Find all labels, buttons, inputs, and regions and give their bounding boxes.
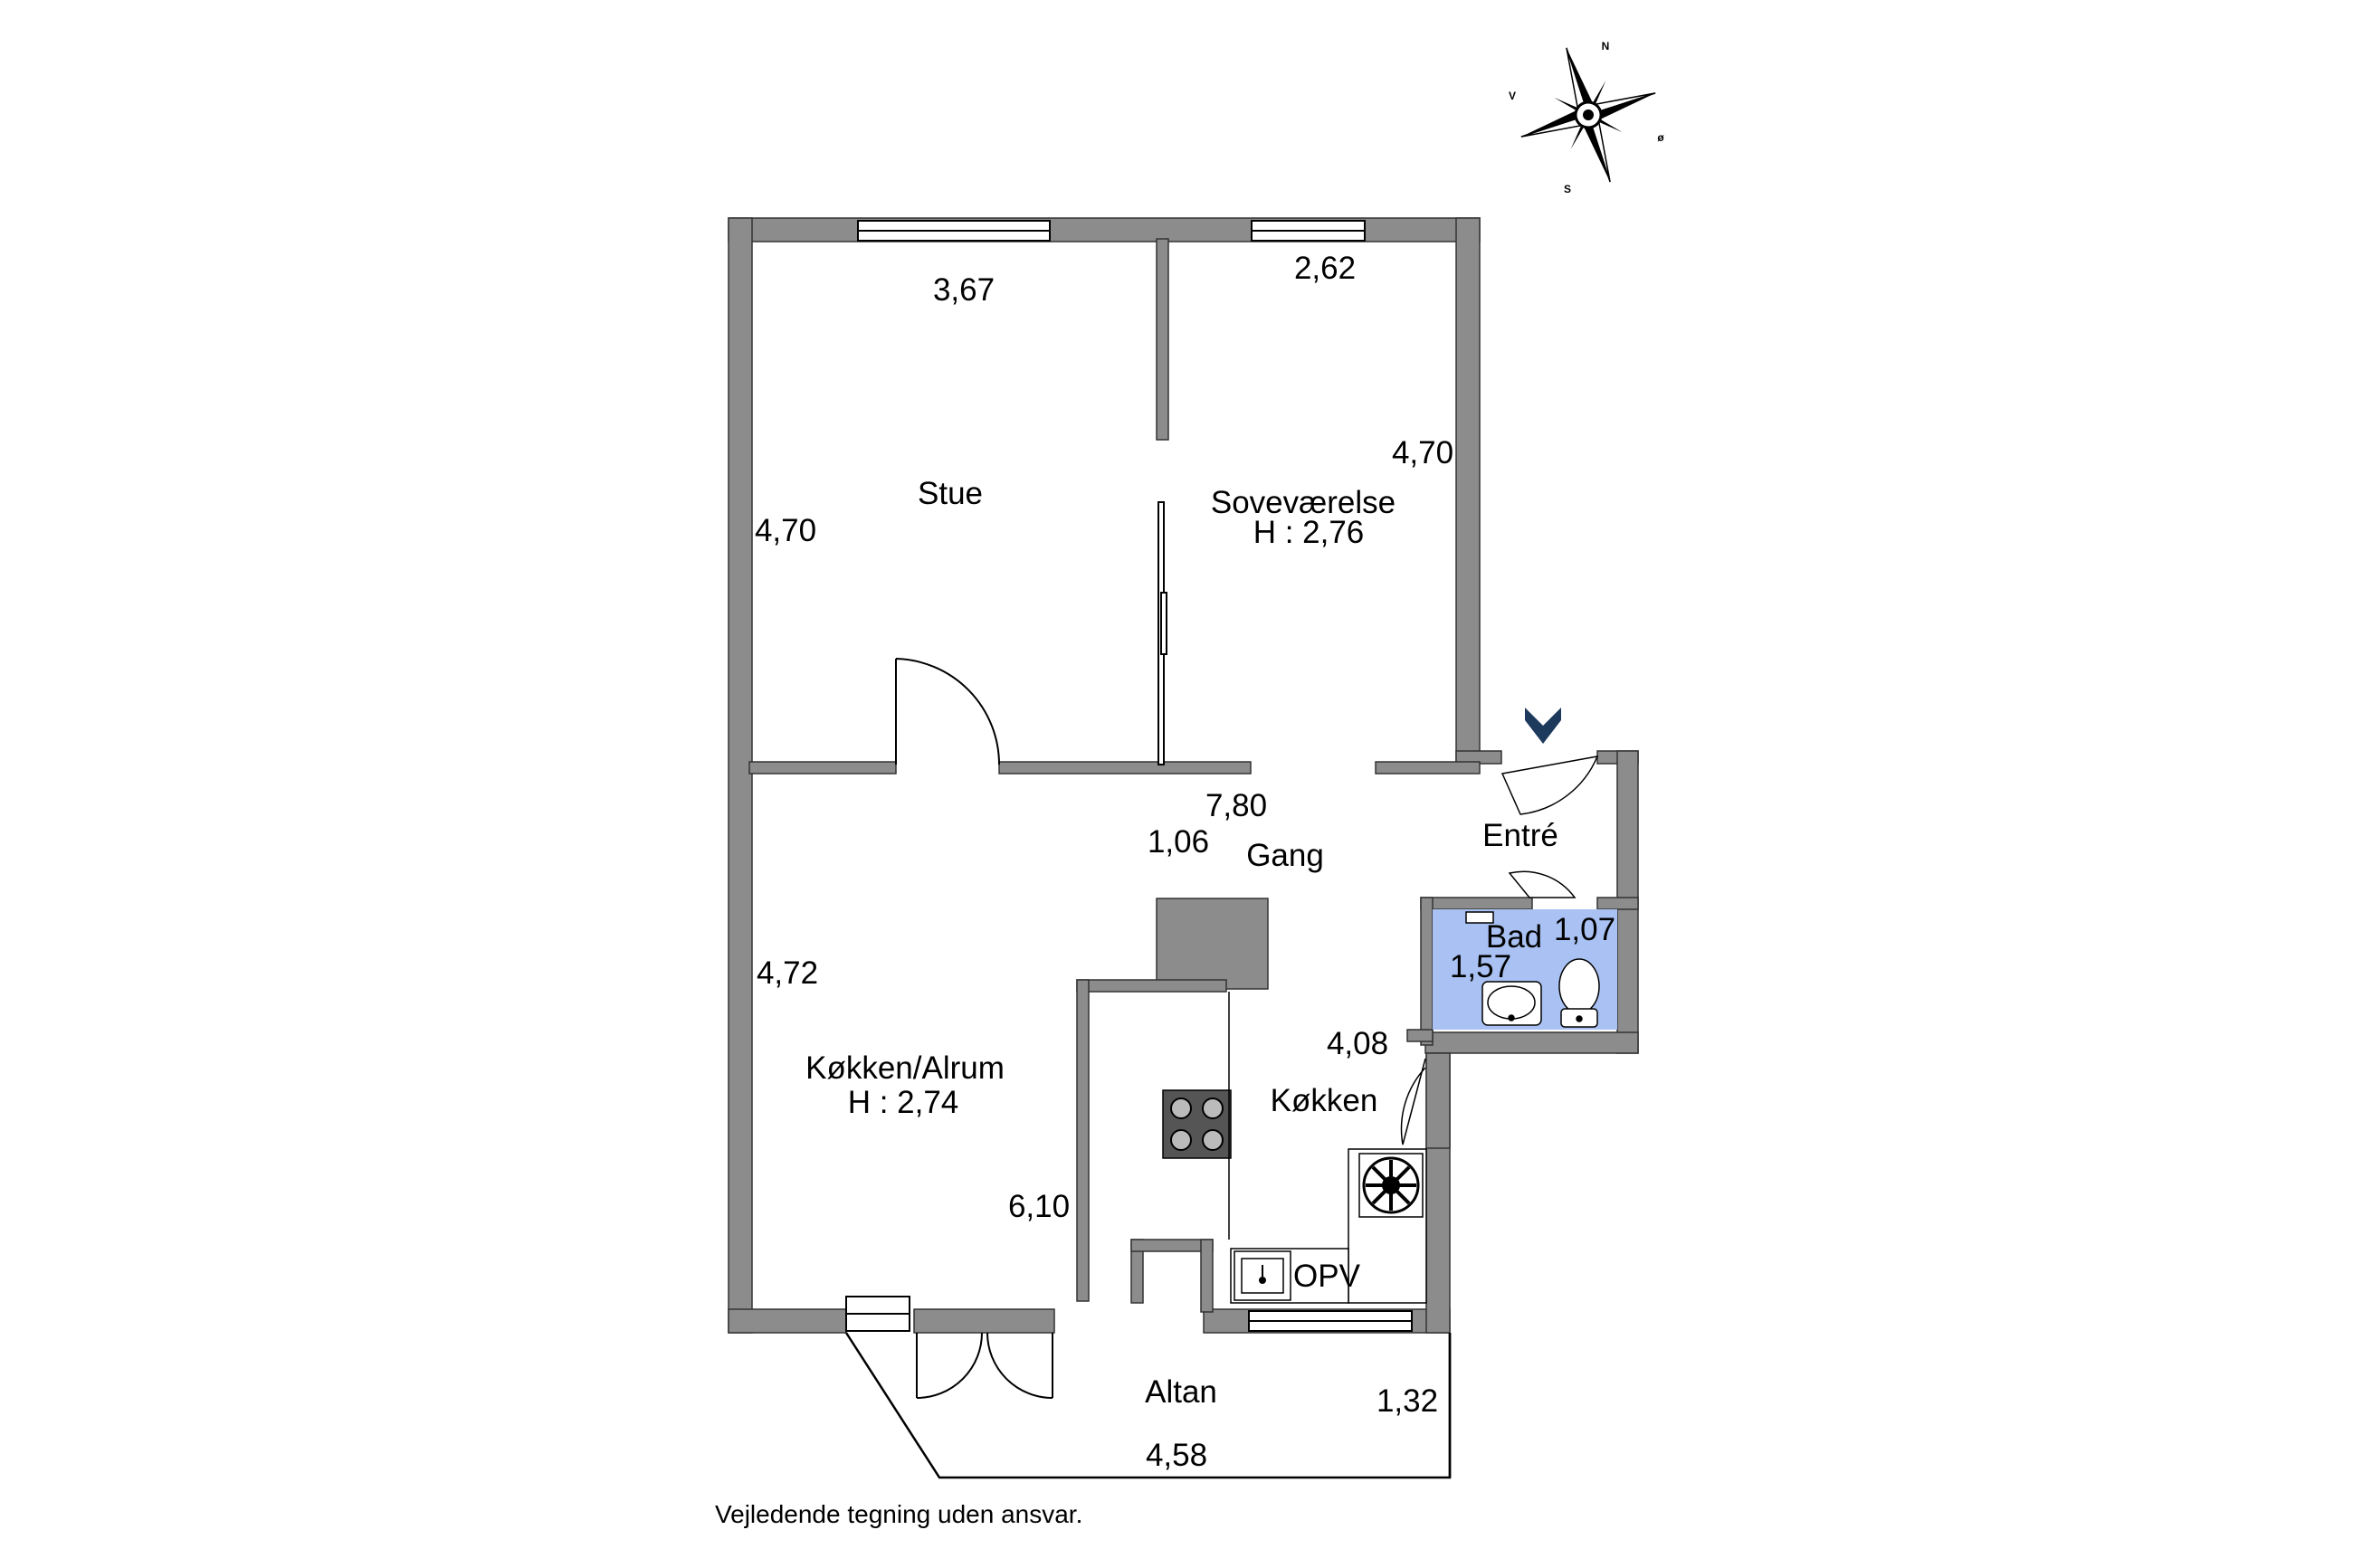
compass-west: V: [1509, 90, 1516, 102]
wall-corridor-right: [1375, 761, 1481, 774]
wall-top: [728, 217, 1481, 242]
stove-icon: [1162, 1089, 1232, 1159]
koekken-length: 4,08: [1327, 1026, 1388, 1061]
koekken-name: Køkken: [1271, 1083, 1378, 1118]
stue-length: 4,70: [755, 513, 816, 548]
wall-right-upper: [1455, 217, 1481, 762]
altan-width: 1,32: [1377, 1383, 1438, 1419]
stue-width: 3,67: [933, 272, 995, 308]
entre-name: Entré: [1482, 818, 1558, 853]
kitchen-column: [1156, 898, 1269, 990]
kitchen-bottom-nook-right: [1200, 1239, 1214, 1313]
walls: [728, 217, 1639, 1334]
wall-bath-stub: [1406, 1029, 1434, 1042]
altan-name: Altan: [1145, 1374, 1217, 1410]
bath-fixtures: [1465, 911, 1600, 1028]
bad-name: Bad: [1486, 919, 1542, 955]
room-labels: 3,67 Stue 4,70 2,62 4,70 Soveværelse H :…: [755, 251, 1615, 1473]
kitchen-sink-icon: [1234, 1250, 1291, 1301]
windows: [845, 220, 1413, 1332]
koekken-alrum-length: 4,72: [757, 955, 818, 991]
wall-corridor-middle: [998, 761, 1252, 774]
stue-name: Stue: [918, 476, 983, 511]
wall-bath-top: [1420, 897, 1533, 910]
cabinet-label: OPV: [1293, 1259, 1361, 1294]
altan-length: 4,58: [1146, 1438, 1207, 1473]
wall-left: [728, 217, 753, 1334]
wall-partition-stue-bed: [1156, 238, 1169, 441]
kitchen-door-jamb: [1425, 1052, 1451, 1149]
toilet-icon: [1558, 958, 1600, 1014]
koekken-alrum-height: H : 2,74: [848, 1085, 959, 1120]
koekken-alrum-name: Køkken/Alrum: [805, 1050, 1005, 1086]
entry-arrow-icon: [1525, 708, 1561, 744]
wall-bath-bottom: [1424, 1031, 1639, 1054]
gang-width: 1,06: [1148, 824, 1209, 860]
wall-bottom-left: [728, 1308, 847, 1334]
gang-name: Gang: [1246, 838, 1324, 873]
koekken-alrum-width: 6,10: [1008, 1189, 1070, 1224]
bedroom-name: Soveværelse: [1211, 485, 1396, 520]
bedroom-length: 4,70: [1392, 435, 1453, 470]
kitchen-counter-top: [1076, 979, 1227, 993]
fan-icon: [1358, 1153, 1424, 1218]
compass-north: N: [1602, 40, 1610, 52]
bad-width: 1,07: [1554, 912, 1615, 947]
bedroom-width: 2,62: [1294, 251, 1356, 286]
compass-rose: [1520, 47, 1656, 183]
wall-corridor-stue: [748, 761, 897, 774]
kitchen-counter-side: [1076, 979, 1090, 1302]
wall-bath-left: [1420, 897, 1434, 1046]
shower-icon: [1465, 911, 1494, 924]
bedroom-height: H : 2,76: [1253, 515, 1365, 550]
compass-east: ø: [1657, 131, 1664, 144]
wall-bottom-mid: [913, 1308, 1055, 1334]
compass-south: S: [1564, 183, 1571, 195]
doors: [895, 501, 1599, 1399]
wall-bath-top-right: [1596, 897, 1639, 910]
disclaimer-text: Vejledende tegning uden ansvar.: [715, 1500, 1082, 1528]
bad-length: 1,57: [1450, 949, 1511, 984]
gang-length: 7,80: [1205, 788, 1267, 823]
